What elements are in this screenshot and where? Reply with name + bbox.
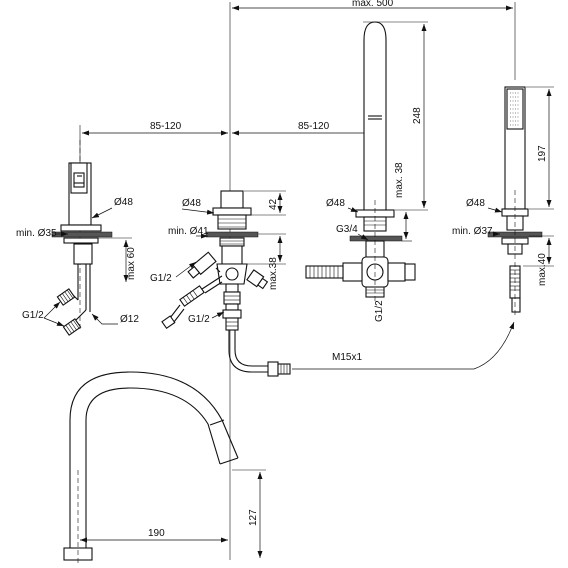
min-d41-label: min. Ø41 xyxy=(168,226,209,237)
min-d37-label: min. Ø37 xyxy=(452,226,493,237)
mixer-body xyxy=(51,140,113,336)
w190-label: 190 xyxy=(148,528,165,539)
dimension-max-38-valve: max.38 xyxy=(246,233,286,290)
m15x1-label: M15x1 xyxy=(332,352,362,363)
diverter-body xyxy=(161,190,291,377)
g12-mid2-label: G1/2 xyxy=(188,314,210,325)
h127-label: 127 xyxy=(248,509,259,526)
dimension-42: 42 xyxy=(244,190,286,216)
max-38-valve-label: max.38 xyxy=(268,257,279,290)
max-38-spout-label: max. 38 xyxy=(394,162,405,198)
dimension-190: 190 xyxy=(80,528,228,543)
dimension-max-38-spout: max. 38 xyxy=(394,162,412,242)
max-40-label: max.40 xyxy=(537,253,548,286)
g12-left-label: G1/2 xyxy=(22,310,44,321)
max-500-label: max. 500 xyxy=(352,0,394,9)
d48-label-diverter: Ø48 xyxy=(182,198,201,209)
min-d35-label: min. Ø35 xyxy=(16,228,57,239)
d48-label-shower: Ø48 xyxy=(466,198,485,209)
d48-label-spout: Ø48 xyxy=(326,198,345,209)
h248-label: 248 xyxy=(412,107,423,124)
dimension-248: 248 xyxy=(412,24,427,208)
dimension-197: 197 xyxy=(537,89,552,207)
h42-label: 42 xyxy=(268,198,279,210)
g34-label: G3/4 xyxy=(336,224,358,235)
dimension-max-40: max.40 xyxy=(523,235,554,286)
h197-label: 197 xyxy=(537,145,548,162)
g12-spout-label: G1/2 xyxy=(374,300,385,322)
shower-nozzle-grid xyxy=(510,92,520,126)
spacing-right-label: 85-120 xyxy=(298,121,330,132)
spacing-left-label: 85-120 xyxy=(150,121,182,132)
spout-body xyxy=(305,21,416,298)
spout-side-profile xyxy=(63,371,239,561)
dimension-spacing-right: 85-120 xyxy=(232,121,374,136)
g12-mid1-label: G1/2 xyxy=(150,273,172,284)
d48-label-mixer: Ø48 xyxy=(114,197,133,208)
d12-label: Ø12 xyxy=(120,314,139,325)
dimension-max-60: max 60 xyxy=(95,237,137,282)
dimension-spacing-left: 85-120 xyxy=(79,121,228,170)
dimension-127: 127 xyxy=(232,469,266,558)
max-60-label: max 60 xyxy=(126,247,137,280)
